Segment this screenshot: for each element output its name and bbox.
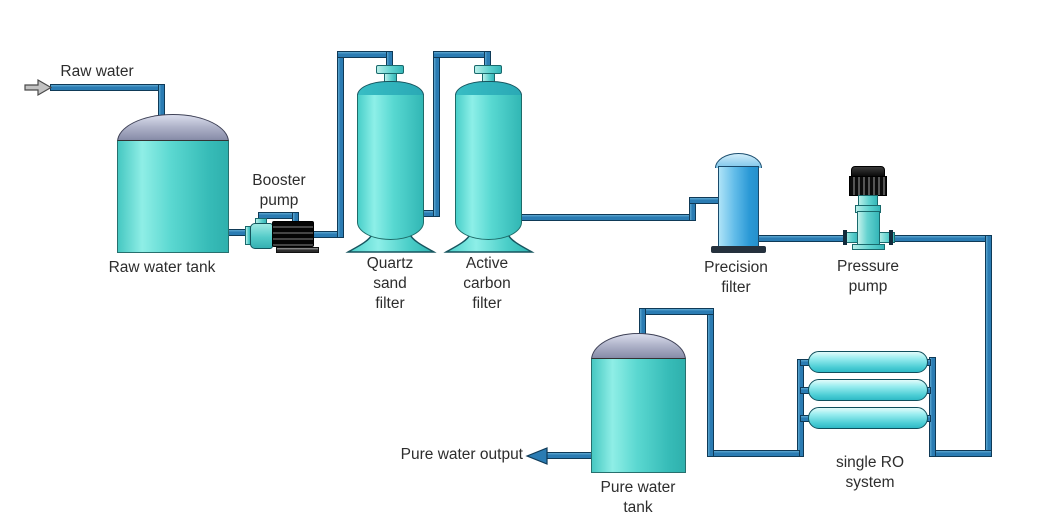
raw-water-tank-label: Raw water tank <box>87 258 237 278</box>
pipe-ro-bottom-right <box>932 450 992 457</box>
pipe-puretank-riser <box>707 308 714 457</box>
pipe-puretank-top <box>639 308 714 315</box>
pipe-ro-bottom-left <box>710 450 800 457</box>
pure-water-output-label-text: Pure water output <box>400 446 523 463</box>
pressure-pump-flangebar-right <box>889 230 893 245</box>
raw-water-tank-dome <box>117 114 229 142</box>
raw-water-label-text: Raw water <box>60 63 134 80</box>
precision-filter-label: Precision filter <box>704 259 768 296</box>
pipe-carbon-top <box>433 51 491 58</box>
raw-water-tank <box>117 140 229 253</box>
carbon-filter-skirt <box>443 233 535 253</box>
quartz-filter-body <box>357 95 424 240</box>
single-ro-system-label: single RO system <box>835 454 905 491</box>
pipe-right-downcomer <box>985 235 992 457</box>
pipe-pure-output <box>546 452 593 459</box>
carbon-filter-body <box>455 95 522 240</box>
pipe-raw-water-drop <box>158 84 165 118</box>
quartz-filter-skirt <box>345 233 437 253</box>
pipe-pump-outlet <box>890 235 992 242</box>
pipe-ro-right-manifold <box>929 357 936 457</box>
quartz-sand-filter-label: Quartz sand filter <box>366 255 414 312</box>
pressure-pump-base <box>852 244 885 250</box>
pressure-pump-body <box>857 211 880 245</box>
ro-membrane-tube-1 <box>808 351 928 373</box>
precision-filter-base <box>711 246 766 253</box>
pressure-pump-motor-ribs <box>849 176 887 196</box>
pipe-carbon-to-precision <box>518 214 696 221</box>
booster-pump-label: Booster pump <box>252 172 306 209</box>
raw-water-label: Raw water <box>40 62 154 82</box>
pressure-pump-flangebar-left <box>843 230 847 245</box>
pipe-quartz-riser <box>337 51 344 238</box>
pure-water-tank-dome <box>591 333 686 360</box>
booster-pump-motor <box>272 221 314 247</box>
pipe-carbon-riser <box>433 51 440 217</box>
ro-membrane-tube-2 <box>808 379 928 401</box>
ro-membrane-tube-3 <box>808 407 928 429</box>
pure-water-tank-label: Pure water tank <box>600 479 676 516</box>
pure-water-output-label: Pure water output <box>365 445 523 465</box>
raw-water-inlet-arrow-icon <box>24 78 53 97</box>
pressure-pump-label: Pressure pump <box>836 258 900 295</box>
booster-pump-base <box>276 247 319 253</box>
pipe-precision-to-pump <box>755 235 847 242</box>
pipe-raw-water-inlet <box>50 84 165 91</box>
raw-water-tank-label-text: Raw water tank <box>108 259 216 276</box>
pipe-quartz-top <box>337 51 393 58</box>
pure-water-tank <box>591 358 686 473</box>
pipe-ro-left-manifold <box>797 359 804 457</box>
pure-water-output-arrow-icon <box>525 447 548 465</box>
precision-filter-body <box>718 166 759 248</box>
booster-pump-head <box>250 223 273 249</box>
active-carbon-filter-label: Active carbon filter <box>463 255 511 312</box>
